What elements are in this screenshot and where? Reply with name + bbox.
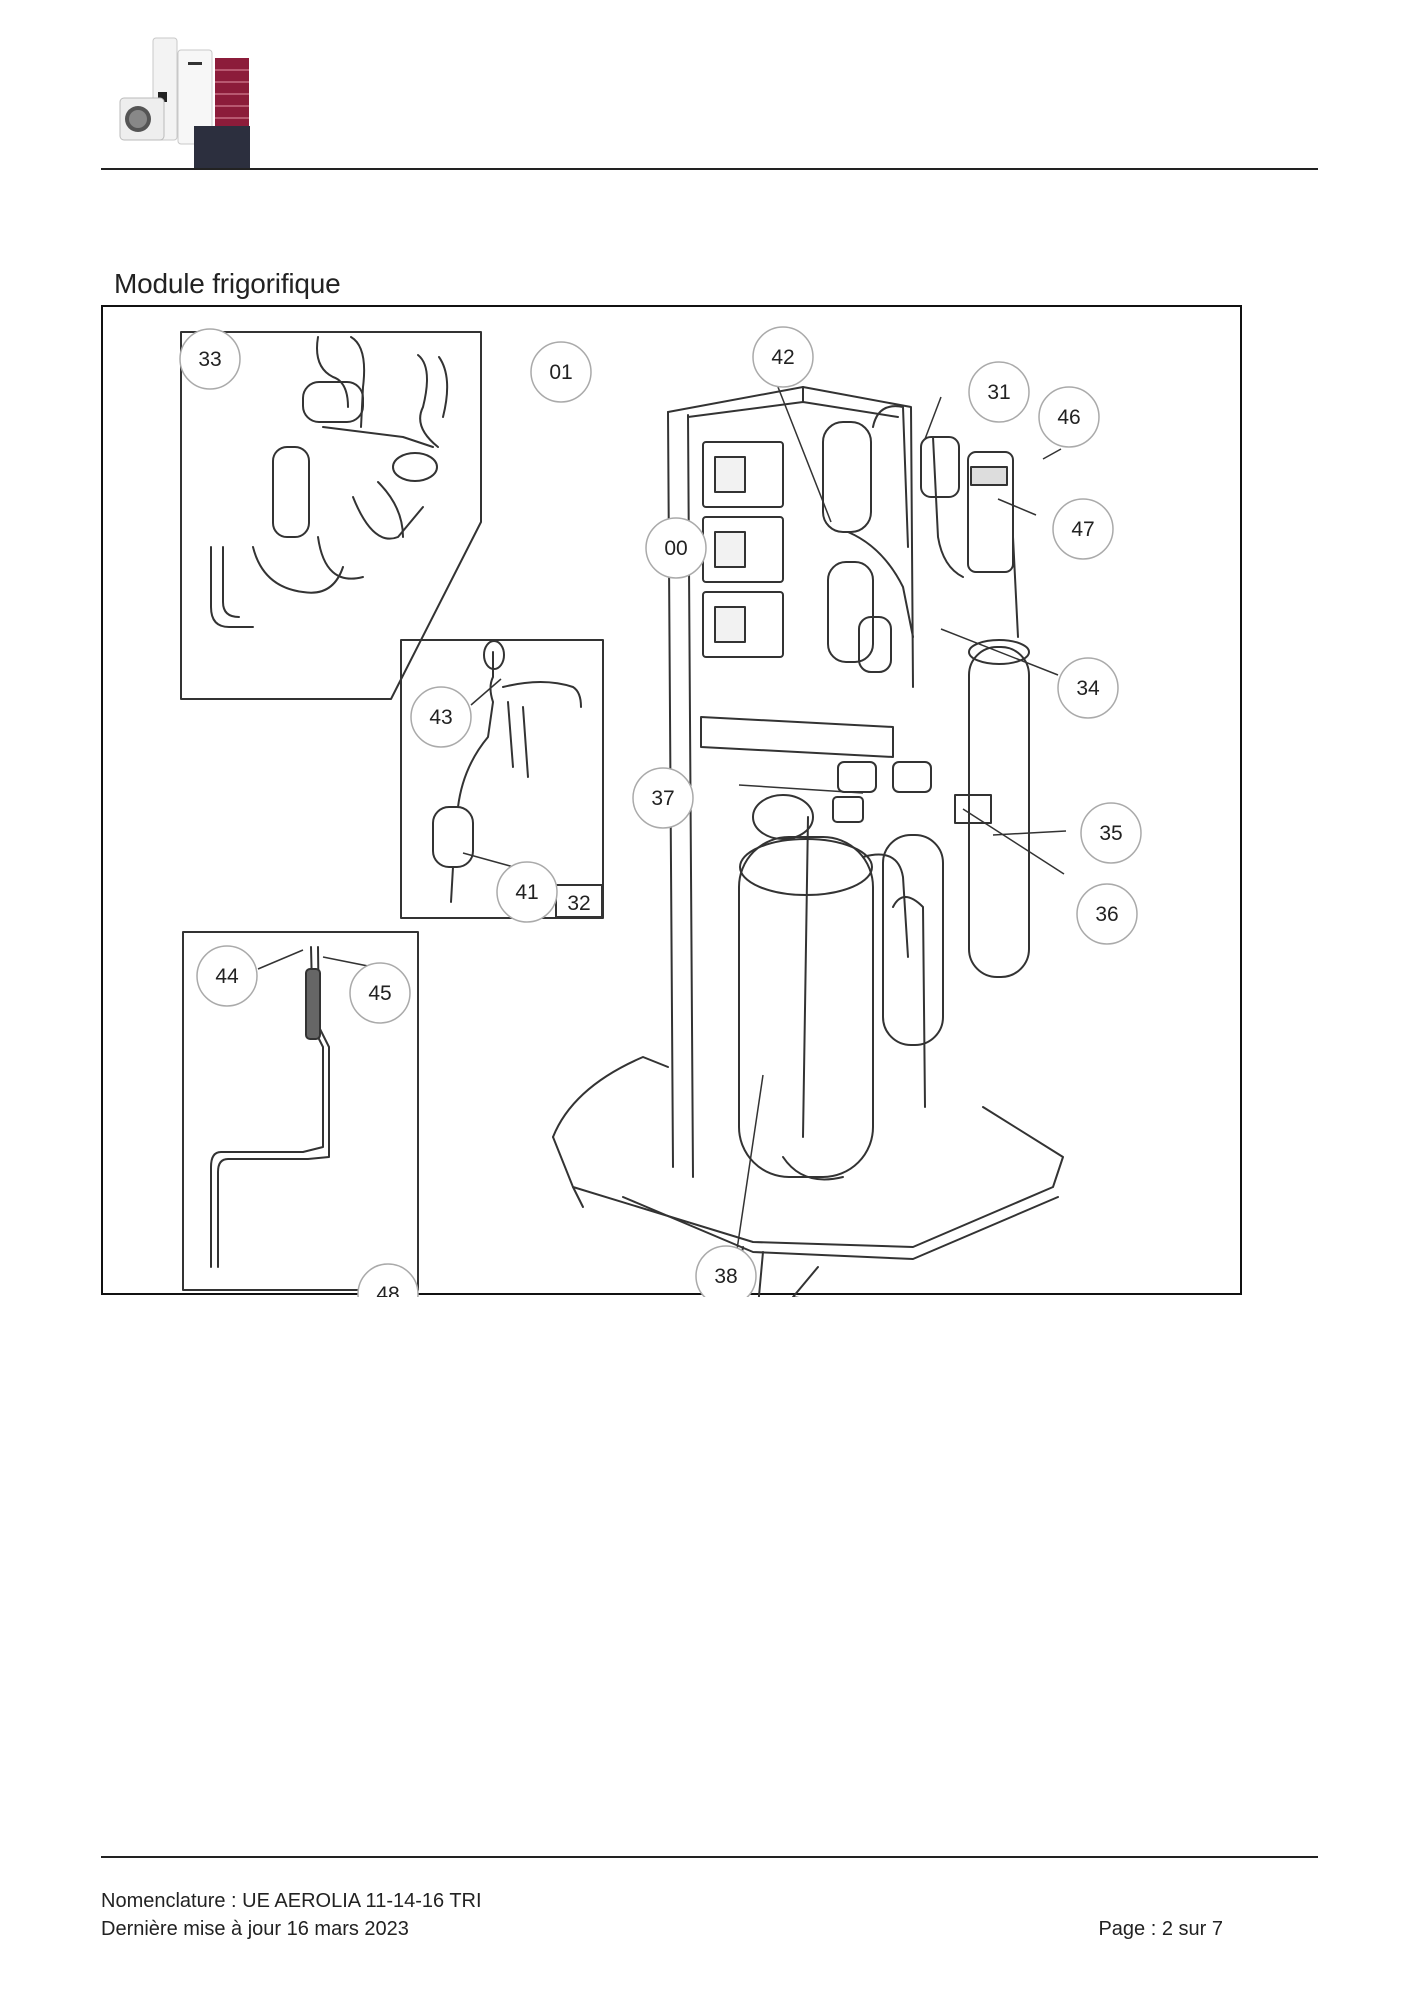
footer-nomenclature: Nomenclature : UE AEROLIA 11-14-16 TRI xyxy=(101,1890,482,1912)
svg-text:46: 46 xyxy=(1057,406,1080,429)
svg-text:41: 41 xyxy=(515,881,538,904)
section-title: Module frigorifique xyxy=(114,268,341,299)
svg-text:45: 45 xyxy=(368,982,391,1005)
svg-text:43: 43 xyxy=(429,706,452,729)
svg-text:34: 34 xyxy=(1076,677,1100,700)
svg-text:42: 42 xyxy=(771,346,794,369)
callout-47: 47 xyxy=(1052,498,1114,560)
callout-01: 01 xyxy=(530,341,592,403)
callout-43: 43 xyxy=(410,686,472,748)
callout-37: 37 xyxy=(632,767,694,829)
callout-45: 45 xyxy=(349,962,411,1024)
callout-36: 36 xyxy=(1076,883,1138,945)
callout-48: 48 xyxy=(357,1263,419,1297)
callout-44: 44 xyxy=(196,945,258,1007)
svg-text:35: 35 xyxy=(1099,822,1122,845)
svg-text:00: 00 xyxy=(664,537,687,560)
callout-33: 33 xyxy=(179,328,241,390)
callout-31: 31 xyxy=(968,361,1030,423)
header-rule xyxy=(101,168,1318,170)
svg-text:33: 33 xyxy=(198,348,221,371)
page-number: Page : 2 sur 7 xyxy=(1098,1918,1223,1940)
svg-text:31: 31 xyxy=(987,381,1010,404)
brand-logo xyxy=(118,30,258,170)
svg-text:37: 37 xyxy=(651,787,674,810)
callout-46: 46 xyxy=(1038,386,1100,448)
callout-42: 42 xyxy=(752,326,814,388)
callout-34: 34 xyxy=(1057,657,1119,719)
footer-updated: Dernière mise à jour 16 mars 2023 xyxy=(101,1918,409,1940)
svg-text:47: 47 xyxy=(1071,518,1094,541)
diagram-drawing: 33 01 42 31 46 47 00 34 43 37 35 41 36 44 45 38 48 32 xyxy=(179,326,1142,1297)
callout-layer: 33 01 42 31 46 47 00 34 43 37 35 41 36 44 45 38 48 xyxy=(179,326,1142,1297)
callout-41: 41 xyxy=(496,861,558,923)
svg-text:01: 01 xyxy=(549,361,572,384)
callout-38: 38 xyxy=(695,1245,757,1297)
svg-text:44: 44 xyxy=(215,965,239,988)
exploded-diagram: 33 01 42 31 46 47 00 34 43 37 35 41 36 44 45 38 48 32 xyxy=(101,305,1242,1297)
callout-35: 35 xyxy=(1080,802,1142,864)
inset-33-frame xyxy=(180,331,482,700)
svg-text:36: 36 xyxy=(1095,903,1118,926)
svg-text:38: 38 xyxy=(714,1265,737,1288)
inset-box-label: 32 xyxy=(567,892,590,915)
callout-00: 00 xyxy=(645,517,707,579)
footer-rule xyxy=(101,1856,1318,1858)
svg-text:48: 48 xyxy=(376,1283,399,1297)
